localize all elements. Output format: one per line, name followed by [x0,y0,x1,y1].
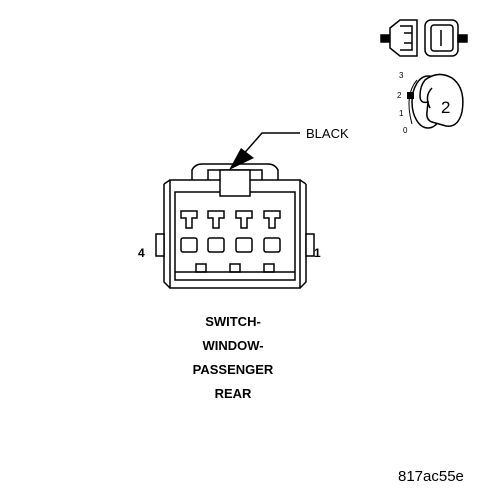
reference-code: 817ac55e [398,468,464,485]
key-position-label-3: 3 [399,71,404,80]
key-position-label-1: 1 [399,109,404,118]
cavity-3 [207,210,225,253]
pin-label-left: 4 [138,246,145,260]
connector-face-view [155,163,315,289]
key-type-number: 2 [441,98,451,117]
connector-color-label: BLACK [306,126,349,141]
key-position-label-2: 2 [397,91,402,100]
connector-mating-icon [380,19,468,57]
cavity-4 [180,210,198,253]
cavity-1 [263,210,281,253]
component-name-line-2: WINDOW- [202,338,264,353]
pin-label-right: 1 [314,246,321,260]
terminal-cavities [180,210,281,253]
component-name-line-4: REAR [214,386,252,401]
key-position-label-0: 0 [403,126,408,135]
key-position-icon [407,73,464,129]
component-name-line-3: PASSENGER [192,362,274,377]
cavity-2 [235,210,253,253]
component-name-line-1: SWITCH- [205,314,261,329]
